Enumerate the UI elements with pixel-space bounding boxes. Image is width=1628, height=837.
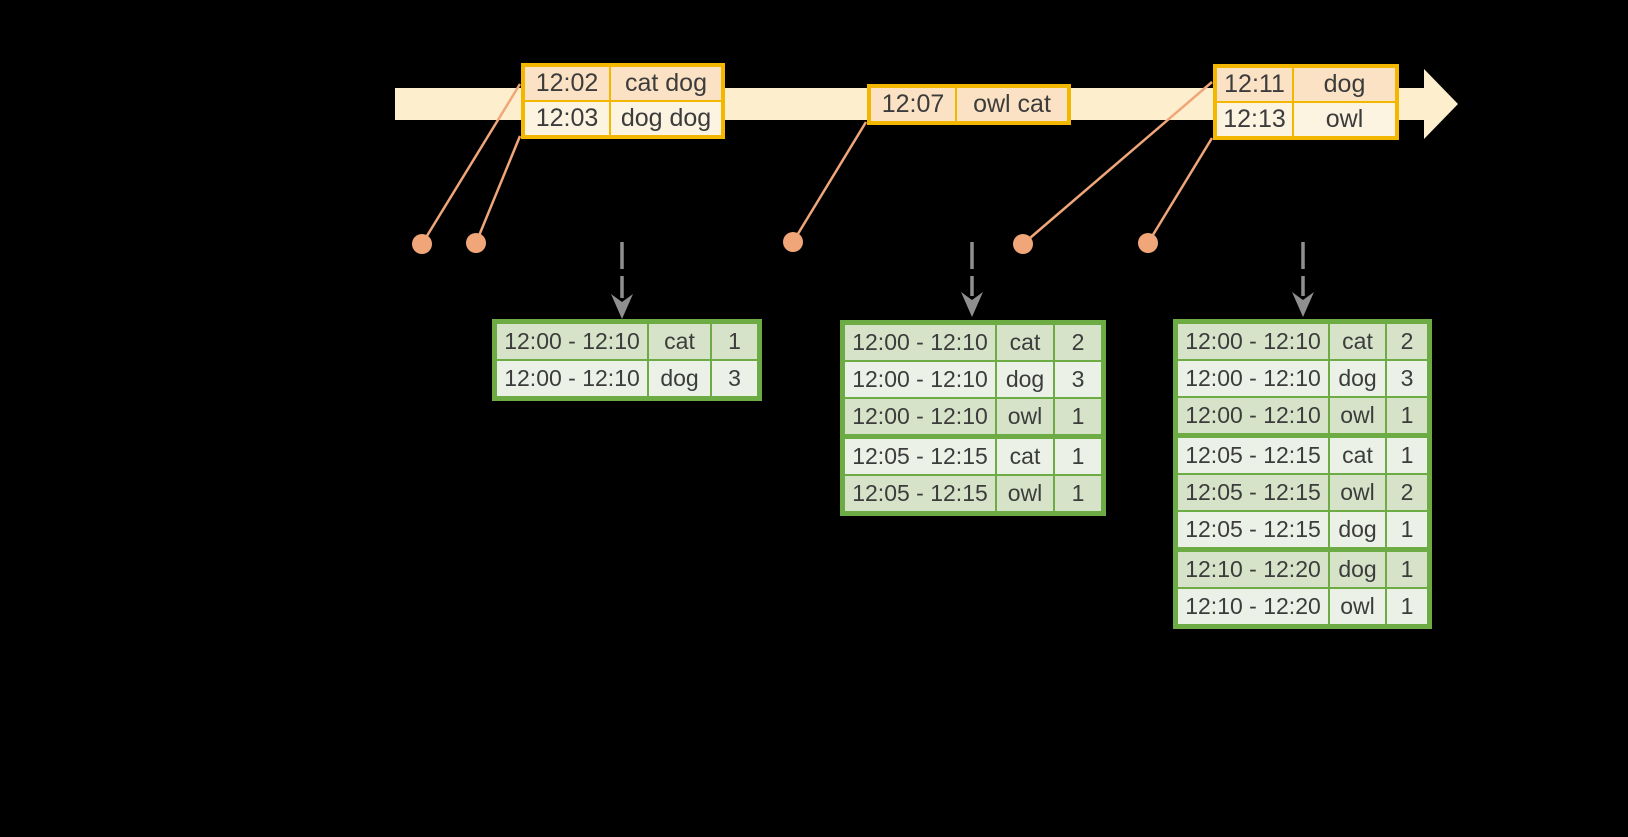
result-word-cell: dog <box>1330 552 1385 587</box>
trigger-arrowhead-icon <box>611 294 633 319</box>
event-dot <box>783 232 803 252</box>
result-window-cell: 12:00 - 12:10 <box>845 399 995 434</box>
result-table-3: 12:00 - 12:10 cat 2 12:00 - 12:10 dog 3 … <box>1173 319 1432 629</box>
result-row: 12:00 - 12:10 dog 3 <box>497 361 757 396</box>
result-word-cell: dog <box>1330 361 1385 396</box>
result-window-cell: 12:00 - 12:10 <box>1178 324 1328 359</box>
result-word-cell: cat <box>1330 324 1385 359</box>
event-connector-line <box>420 83 522 245</box>
event-words-cell: cat dog <box>611 67 721 100</box>
result-count-cell: 1 <box>1055 399 1101 434</box>
event-row: 12:02 cat dog <box>525 67 721 100</box>
result-word-cell: owl <box>1330 475 1385 510</box>
result-row: 12:00 - 12:10 cat 1 <box>497 324 757 359</box>
result-window-cell: 12:00 - 12:10 <box>845 362 995 397</box>
event-time-cell: 12:02 <box>525 67 609 100</box>
result-word-cell: owl <box>997 476 1053 511</box>
result-window-cell: 12:05 - 12:15 <box>1178 438 1328 473</box>
result-row: 12:00 - 12:10 cat 2 <box>1178 324 1427 359</box>
result-window-cell: 12:00 - 12:10 <box>497 324 647 359</box>
event-connector-line <box>791 121 868 243</box>
result-window-cell: 12:05 - 12:15 <box>845 476 995 511</box>
result-window-cell: 12:05 - 12:15 <box>1178 512 1328 547</box>
event-table-3: 12:11 dog 12:13 owl <box>1213 64 1399 140</box>
result-word-cell: dog <box>649 361 710 396</box>
event-table-1: 12:02 cat dog 12:03 dog dog <box>521 63 725 139</box>
result-row: 12:05 - 12:15 dog 1 <box>1178 512 1427 547</box>
result-word-cell: owl <box>1330 589 1385 624</box>
event-row: 12:11 dog <box>1217 68 1395 101</box>
event-time-cell: 12:03 <box>525 102 609 135</box>
event-dot <box>412 234 432 254</box>
event-table-2: 12:07 owl cat <box>867 84 1071 125</box>
result-count-cell: 1 <box>1387 552 1427 587</box>
result-window-cell: 12:05 - 12:15 <box>1178 475 1328 510</box>
event-time-cell: 12:11 <box>1217 68 1292 101</box>
result-count-cell: 1 <box>712 324 757 359</box>
result-window-cell: 12:00 - 12:10 <box>1178 398 1328 433</box>
result-table-1: 12:00 - 12:10 cat 1 12:00 - 12:10 dog 3 <box>492 319 762 401</box>
result-count-cell: 2 <box>1387 324 1427 359</box>
result-row: 12:00 - 12:10 dog 3 <box>845 362 1101 397</box>
result-row: 12:05 - 12:15 owl 2 <box>1178 475 1427 510</box>
event-dot <box>1138 233 1158 253</box>
result-count-cell: 3 <box>712 361 757 396</box>
result-word-cell: cat <box>649 324 710 359</box>
result-window-cell: 12:00 - 12:10 <box>497 361 647 396</box>
result-row: 12:00 - 12:10 cat 2 <box>845 325 1101 360</box>
event-words-cell: owl cat <box>957 88 1067 121</box>
result-window-cell: 12:10 - 12:20 <box>1178 552 1328 587</box>
event-words-cell: owl <box>1294 103 1395 136</box>
event-connector-line <box>474 135 522 244</box>
result-row: 12:05 - 12:15 cat 1 <box>845 439 1101 474</box>
result-row: 12:05 - 12:15 owl 1 <box>845 476 1101 511</box>
result-word-cell: dog <box>1330 512 1385 547</box>
result-count-cell: 2 <box>1055 325 1101 360</box>
result-count-cell: 1 <box>1387 512 1427 547</box>
event-row: 12:13 owl <box>1217 103 1395 136</box>
result-count-cell: 1 <box>1387 589 1427 624</box>
result-window-cell: 12:00 - 12:10 <box>1178 361 1328 396</box>
event-time-cell: 12:07 <box>871 88 955 121</box>
result-window-cell: 12:05 - 12:15 <box>845 439 995 474</box>
result-count-cell: 3 <box>1055 362 1101 397</box>
timeline-arrowhead-icon <box>1424 69 1458 139</box>
result-count-cell: 3 <box>1387 361 1427 396</box>
result-row: 12:00 - 12:10 dog 3 <box>1178 361 1427 396</box>
result-row: 12:00 - 12:10 owl 1 <box>1178 398 1427 433</box>
event-connector-line <box>1146 137 1214 244</box>
event-row: 12:07 owl cat <box>871 88 1067 121</box>
result-count-cell: 2 <box>1387 475 1427 510</box>
result-count-cell: 1 <box>1055 476 1101 511</box>
event-connector-line <box>1022 81 1213 245</box>
result-word-cell: owl <box>997 399 1053 434</box>
result-table-2: 12:00 - 12:10 cat 2 12:00 - 12:10 dog 3 … <box>840 320 1106 516</box>
result-row: 12:10 - 12:20 dog 1 <box>1178 552 1427 587</box>
event-words-cell: dog <box>1294 68 1395 101</box>
event-time-cell: 12:13 <box>1217 103 1292 136</box>
event-words-cell: dog dog <box>611 102 721 135</box>
result-word-cell: dog <box>997 362 1053 397</box>
trigger-arrowhead-icon <box>1292 292 1314 317</box>
result-count-cell: 1 <box>1387 438 1427 473</box>
result-word-cell: owl <box>1330 398 1385 433</box>
result-word-cell: cat <box>997 439 1053 474</box>
event-row: 12:03 dog dog <box>525 102 721 135</box>
result-row: 12:10 - 12:20 owl 1 <box>1178 589 1427 624</box>
event-dot <box>1013 234 1033 254</box>
result-row: 12:00 - 12:10 owl 1 <box>845 399 1101 434</box>
result-word-cell: cat <box>1330 438 1385 473</box>
event-dot <box>466 233 486 253</box>
result-word-cell: cat <box>997 325 1053 360</box>
result-window-cell: 12:00 - 12:10 <box>845 325 995 360</box>
result-count-cell: 1 <box>1387 398 1427 433</box>
result-row: 12:05 - 12:15 cat 1 <box>1178 438 1427 473</box>
result-window-cell: 12:10 - 12:20 <box>1178 589 1328 624</box>
result-count-cell: 1 <box>1055 439 1101 474</box>
trigger-arrowhead-icon <box>961 292 983 317</box>
